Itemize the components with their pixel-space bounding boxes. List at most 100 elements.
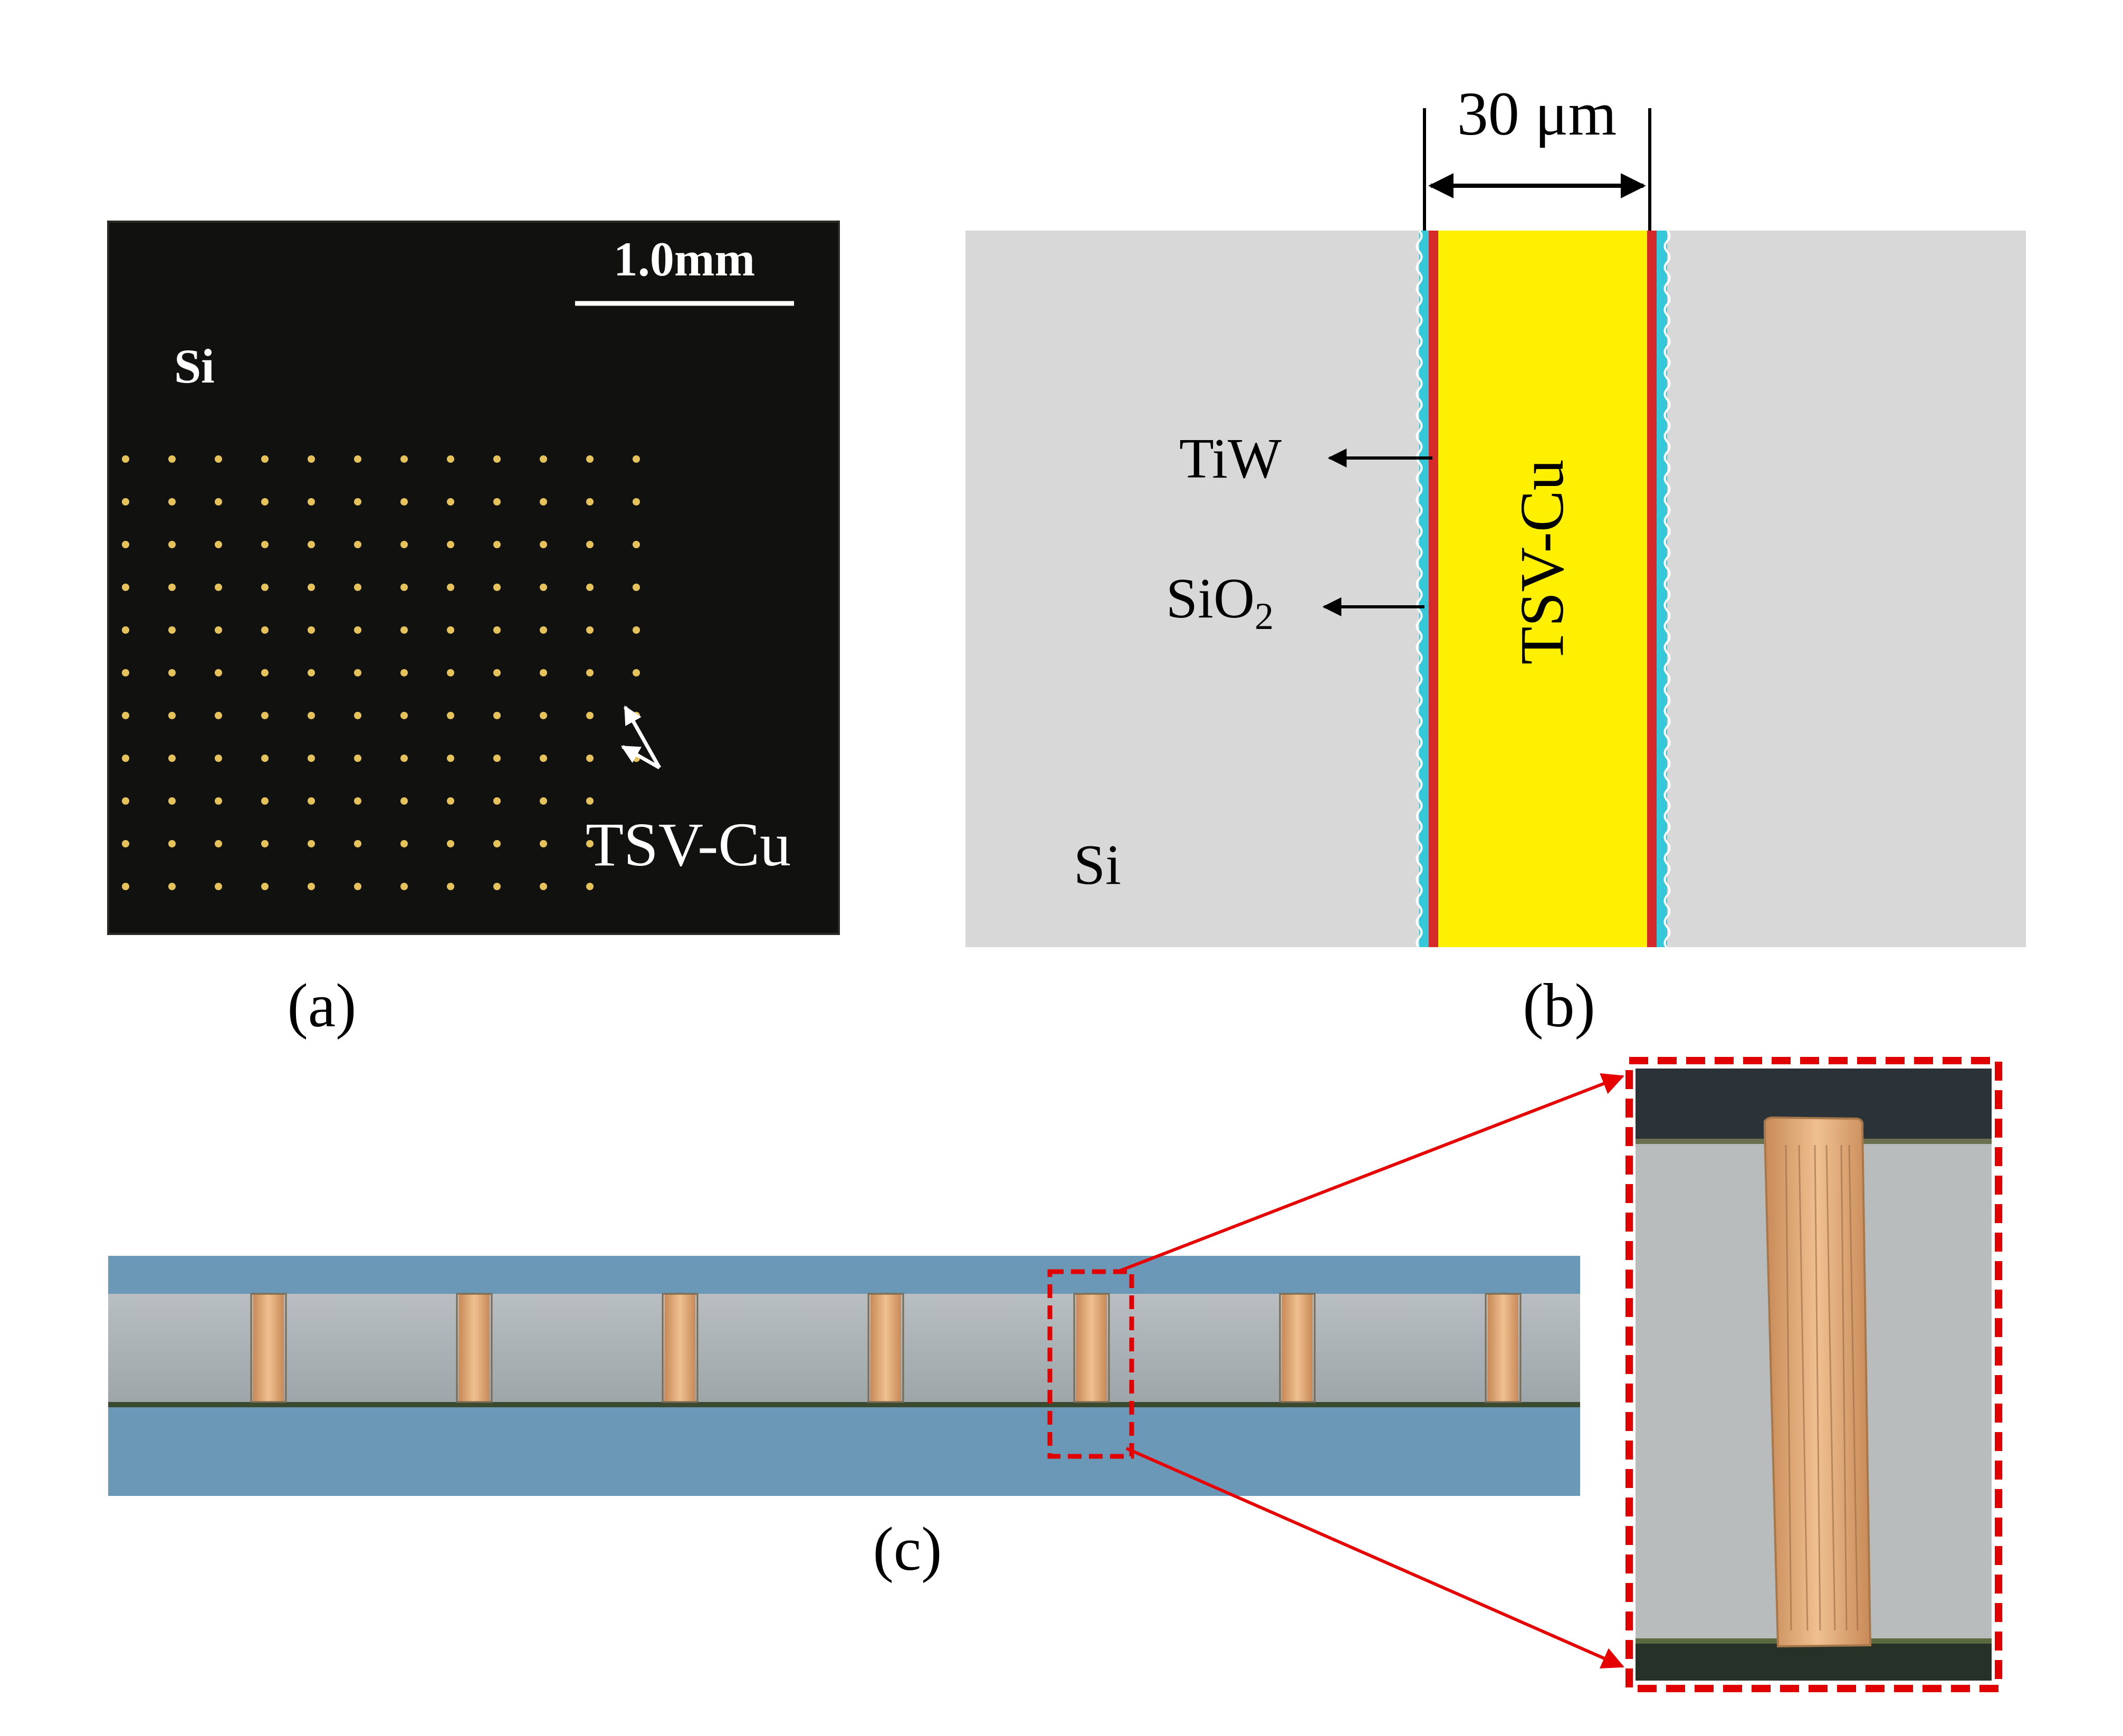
tsv-dot <box>540 712 547 719</box>
cu-texture-streak <box>1798 1144 1809 1631</box>
tsv-dot <box>540 541 547 548</box>
tsv-dot <box>586 883 594 890</box>
tsv-dot <box>215 541 222 548</box>
tsv-dot <box>308 883 315 890</box>
tsv-dot <box>400 755 408 762</box>
tsv-callout-arrow-2 <box>620 745 661 770</box>
tiw-label: TiW <box>1179 427 1282 490</box>
sio2-layer-left <box>1419 231 1430 947</box>
tsv-dot <box>261 584 269 591</box>
tsv-dot <box>215 626 222 634</box>
tsv-dot <box>122 669 129 676</box>
tsv-dot <box>633 541 640 548</box>
tsv-dot <box>493 455 501 463</box>
tsv-dot <box>400 584 408 591</box>
cross-section-via-outline <box>867 1293 904 1403</box>
tsv-dot <box>493 626 501 634</box>
tsv-dot <box>261 712 269 719</box>
tsv-dot <box>122 840 129 847</box>
tsv-dot <box>493 669 501 676</box>
tsv-dot <box>586 712 594 719</box>
tsv-dot <box>261 840 269 847</box>
tsv-dot <box>400 840 408 847</box>
tsv-dot <box>493 498 501 505</box>
tsv-dot <box>354 498 361 505</box>
cross-section-vias <box>250 1293 1522 1403</box>
tsv-dot <box>586 584 594 591</box>
tsv-dot <box>168 797 176 805</box>
tsv-dot <box>540 455 547 463</box>
tsv-cu-callout: TSV-Cu <box>586 810 791 879</box>
tiw-layer-right <box>1647 231 1657 947</box>
tsv-dot <box>447 626 454 634</box>
tsv-dot <box>215 712 222 719</box>
cross-section-via-outline <box>1279 1293 1316 1403</box>
zoom-inset <box>1625 1057 2002 1692</box>
tsv-dot <box>354 541 361 548</box>
zoom-inset-bottom-dark <box>1636 1641 1992 1681</box>
tsv-dot <box>400 541 408 548</box>
tsv-dot <box>586 840 594 847</box>
tsv-dot <box>493 541 501 548</box>
tsv-dot <box>308 626 315 634</box>
panel-a-photo <box>108 222 839 934</box>
cross-section-via <box>1282 1294 1313 1402</box>
tsv-dot <box>168 669 176 676</box>
cross-section-via <box>253 1294 284 1402</box>
tsv-dot <box>261 797 269 805</box>
cross-section-via-outline <box>1485 1293 1522 1403</box>
tsv-dot <box>540 669 547 676</box>
tsv-dot <box>354 669 361 676</box>
tsv-dot <box>354 455 361 463</box>
zoom-inset-cu-texture <box>1785 1144 1859 1631</box>
tsv-dot <box>400 669 408 676</box>
panel-b: 30 μm TiW SiO2 TSV-Cu Si (b) <box>965 79 2026 1040</box>
cross-section-via <box>871 1294 901 1402</box>
tsv-dot <box>354 883 361 890</box>
tsv-dot <box>168 498 176 505</box>
tsv-cu-fill <box>1438 231 1647 947</box>
tsv-dot <box>540 584 547 591</box>
zoom-source-box <box>1047 1269 1134 1459</box>
cross-section-via-outline <box>662 1293 699 1403</box>
zoom-arrow-bottom <box>1125 1447 1624 1669</box>
panel-b-label: (b) <box>1523 971 1595 1040</box>
tsv-cu-via-label: TSV-Cu <box>1507 459 1576 664</box>
tsv-dot <box>215 498 222 505</box>
cross-section-via <box>665 1294 695 1402</box>
tsv-dot <box>308 541 315 548</box>
tsv-dot <box>261 669 269 676</box>
tsv-dot <box>633 455 640 463</box>
tsv-dot <box>354 712 361 719</box>
tsv-dot <box>633 584 640 591</box>
tsv-dot <box>122 584 129 591</box>
tsv-dot <box>261 755 269 762</box>
tsv-dot <box>261 455 269 463</box>
sio2-layer-right <box>1657 231 1667 947</box>
tsv-dot <box>400 883 408 890</box>
tsv-dot <box>308 840 315 847</box>
tsv-dot <box>447 498 454 505</box>
panel-a-label: (a) <box>288 971 357 1040</box>
cross-section-via <box>459 1294 490 1402</box>
tsv-dot <box>586 755 594 762</box>
tsv-dot <box>447 584 454 591</box>
tsv-dot <box>215 669 222 676</box>
tsv-dot <box>261 883 269 890</box>
tsv-dot <box>400 498 408 505</box>
tsv-dot <box>308 755 315 762</box>
si-label-a: Si <box>174 339 215 393</box>
tsv-dot <box>586 498 594 505</box>
dimension-label: 30 μm <box>1457 79 1617 148</box>
tsv-dot <box>122 626 129 634</box>
tsv-dot <box>122 498 129 505</box>
cu-texture-streak <box>1814 1144 1821 1631</box>
tsv-dot <box>586 455 594 463</box>
panel-a: 1.0mm Si TSV-Cu (a) <box>107 221 840 1040</box>
tsv-dot <box>122 883 129 890</box>
tsv-dot <box>261 626 269 634</box>
cross-section-via <box>1076 1294 1107 1402</box>
tsv-dot <box>215 797 222 805</box>
tsv-dot <box>493 840 501 847</box>
tsv-dot <box>633 498 640 505</box>
